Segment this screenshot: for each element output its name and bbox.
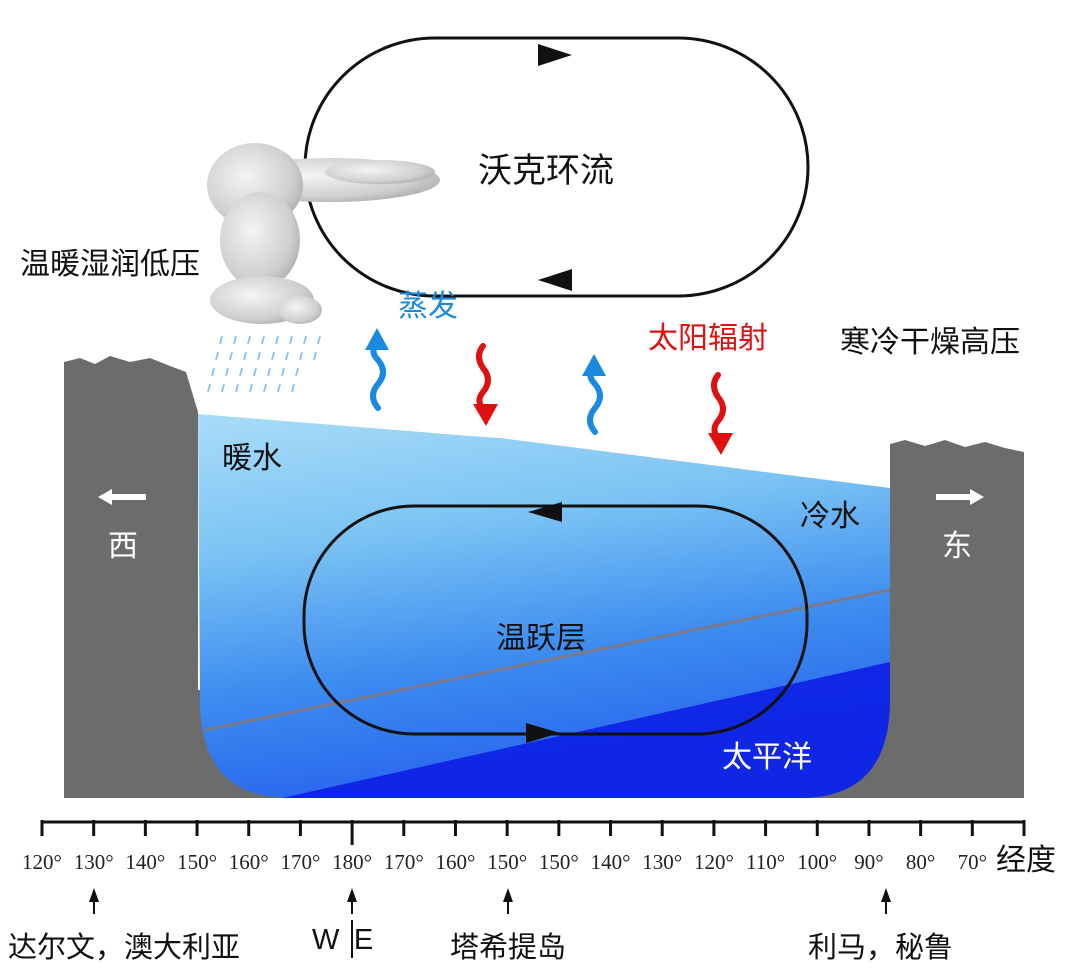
west-label: 西 — [108, 529, 138, 564]
walker-circulation-label: 沃克环流 — [478, 151, 614, 191]
warm-water-label: 暖水 — [222, 441, 282, 476]
longitude-axis-label: 经度 — [996, 843, 1056, 878]
thermocline-line — [204, 588, 891, 732]
east-landmass — [890, 440, 1024, 798]
axis-tick-label: 150° — [487, 850, 528, 874]
axis-tick-label: 100° — [797, 850, 838, 874]
tahiti-label: 塔希提岛 — [450, 930, 567, 964]
rain-icon — [207, 335, 321, 393]
axis-tick-label: 70° — [957, 850, 988, 874]
solar-radiation-arrow-icon — [473, 343, 498, 426]
axis-tick-label: 130° — [73, 850, 114, 874]
up-arrow-icon — [503, 888, 513, 914]
thermocline-label: 温跃层 — [496, 621, 586, 656]
evaporation-arrow-icon — [365, 328, 389, 411]
arrow-right-icon — [538, 44, 572, 66]
dateline-label: W E — [312, 924, 374, 956]
east-arrow-icon — [936, 489, 984, 505]
axis-tick-label: 160° — [435, 850, 476, 874]
pacific-ocean-label: 太平洋 — [722, 740, 812, 775]
east-high-pressure-label: 寒冷干燥高压 — [840, 325, 1020, 360]
east-label: 东 — [942, 529, 972, 564]
solar-radiation-arrow-icon — [708, 372, 733, 455]
axis-tick-label: 140° — [125, 850, 166, 874]
axis-tick-label: 150° — [177, 850, 217, 874]
axis-tick-label: 80° — [905, 850, 936, 874]
cold-water-label: 冷水 — [800, 499, 860, 534]
evaporation-label: 蒸发 — [398, 289, 458, 324]
west-arrow-icon — [98, 489, 146, 505]
axis-tick-label: 120° — [693, 850, 734, 874]
up-arrow-icon — [347, 888, 357, 914]
up-arrow-icon — [89, 888, 99, 914]
west-landmass — [64, 356, 198, 798]
longitude-axis — [40, 820, 1026, 845]
axis-tick-label: 120° — [22, 850, 62, 874]
darwin-australia-label: 达尔文，澳大利亚 — [8, 930, 241, 964]
axis-tick-label: 160° — [228, 850, 269, 874]
axis-tick-label: 90° — [854, 850, 884, 874]
arrow-left-icon — [528, 502, 562, 522]
axis-tick-label: 150° — [538, 850, 579, 874]
deep-cold-water — [282, 662, 890, 798]
axis-tick-label: 170° — [383, 850, 424, 874]
axis-tick-label: 180° — [332, 850, 373, 874]
storm-cloud-icon — [207, 143, 440, 324]
axis-tick-label: 140° — [590, 850, 631, 874]
solar-radiation-label: 太阳辐射 — [648, 321, 768, 356]
evaporation-arrow-icon — [582, 354, 606, 435]
axis-tick-label: 110° — [746, 850, 786, 874]
lima-peru-label: 利马，秘鲁 — [808, 930, 954, 964]
west-low-pressure-label: 温暖湿润低压 — [20, 247, 200, 282]
axis-tick-label: 170° — [280, 850, 321, 874]
location-arrows — [89, 888, 891, 958]
axis-tick-label: 130° — [642, 850, 683, 874]
arrow-right-icon — [526, 723, 560, 743]
up-arrow-icon — [881, 888, 891, 914]
arrow-left-icon — [538, 269, 572, 291]
